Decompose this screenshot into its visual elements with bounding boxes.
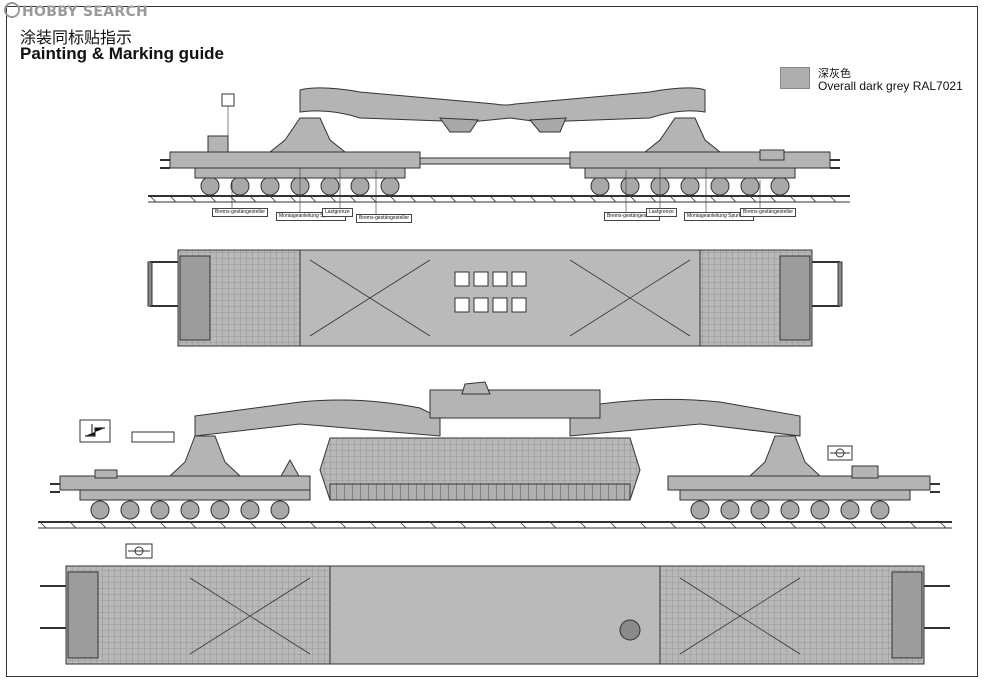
side-view-transport-loaded: [38, 381, 952, 559]
side-view-transport-empty: [148, 87, 850, 203]
mortar-barrel: [429, 389, 601, 419]
callout-brake-left-outer: Brems-gestängesteller: [212, 208, 269, 217]
carrier-beam-top: [299, 87, 706, 123]
color-swatch: [780, 67, 810, 89]
bogie-wheels-bottom: [90, 500, 890, 520]
top-view-transport-loaded: [40, 565, 950, 665]
wagon-deck-right: [569, 151, 831, 169]
page-frame: [6, 6, 978, 677]
bogie-wheels-top: [200, 176, 790, 196]
rail-track-bottom: [38, 521, 952, 529]
callout-load-right: Lastgrenze: [646, 208, 677, 217]
carrier-beam-right: [569, 398, 801, 437]
marking-square-top: [221, 93, 235, 107]
watermark-text: HOBBY SEARCH: [22, 4, 149, 20]
pivot-mount-right: [643, 117, 722, 153]
deck-openings: [454, 271, 527, 313]
rail-track-top: [148, 195, 850, 203]
top-view-transport-empty: [147, 249, 843, 347]
watermark: HOBBY SEARCH: [4, 2, 148, 20]
callout-brake-right-outer: Brems-gestängesteller: [740, 208, 797, 217]
title-english: Painting & Marking guide: [20, 44, 225, 63]
pivot-mount-left: [268, 117, 347, 153]
legend-color-chinese: 深灰色: [818, 67, 851, 80]
hobby-search-logo-icon: [4, 2, 20, 18]
callout-leaders-top: [231, 168, 761, 214]
title-chinese: 涂装同标贴指示: [20, 28, 133, 47]
callout-load-left: Lastgrenze: [322, 208, 353, 217]
legend-color-english: Overall dark grey RAL7021: [818, 79, 963, 93]
wagon-deck-left: [169, 151, 421, 169]
callout-brake-left-inner: Brems-gestängesteller: [356, 214, 413, 223]
carrier-beam-left: [194, 399, 441, 437]
